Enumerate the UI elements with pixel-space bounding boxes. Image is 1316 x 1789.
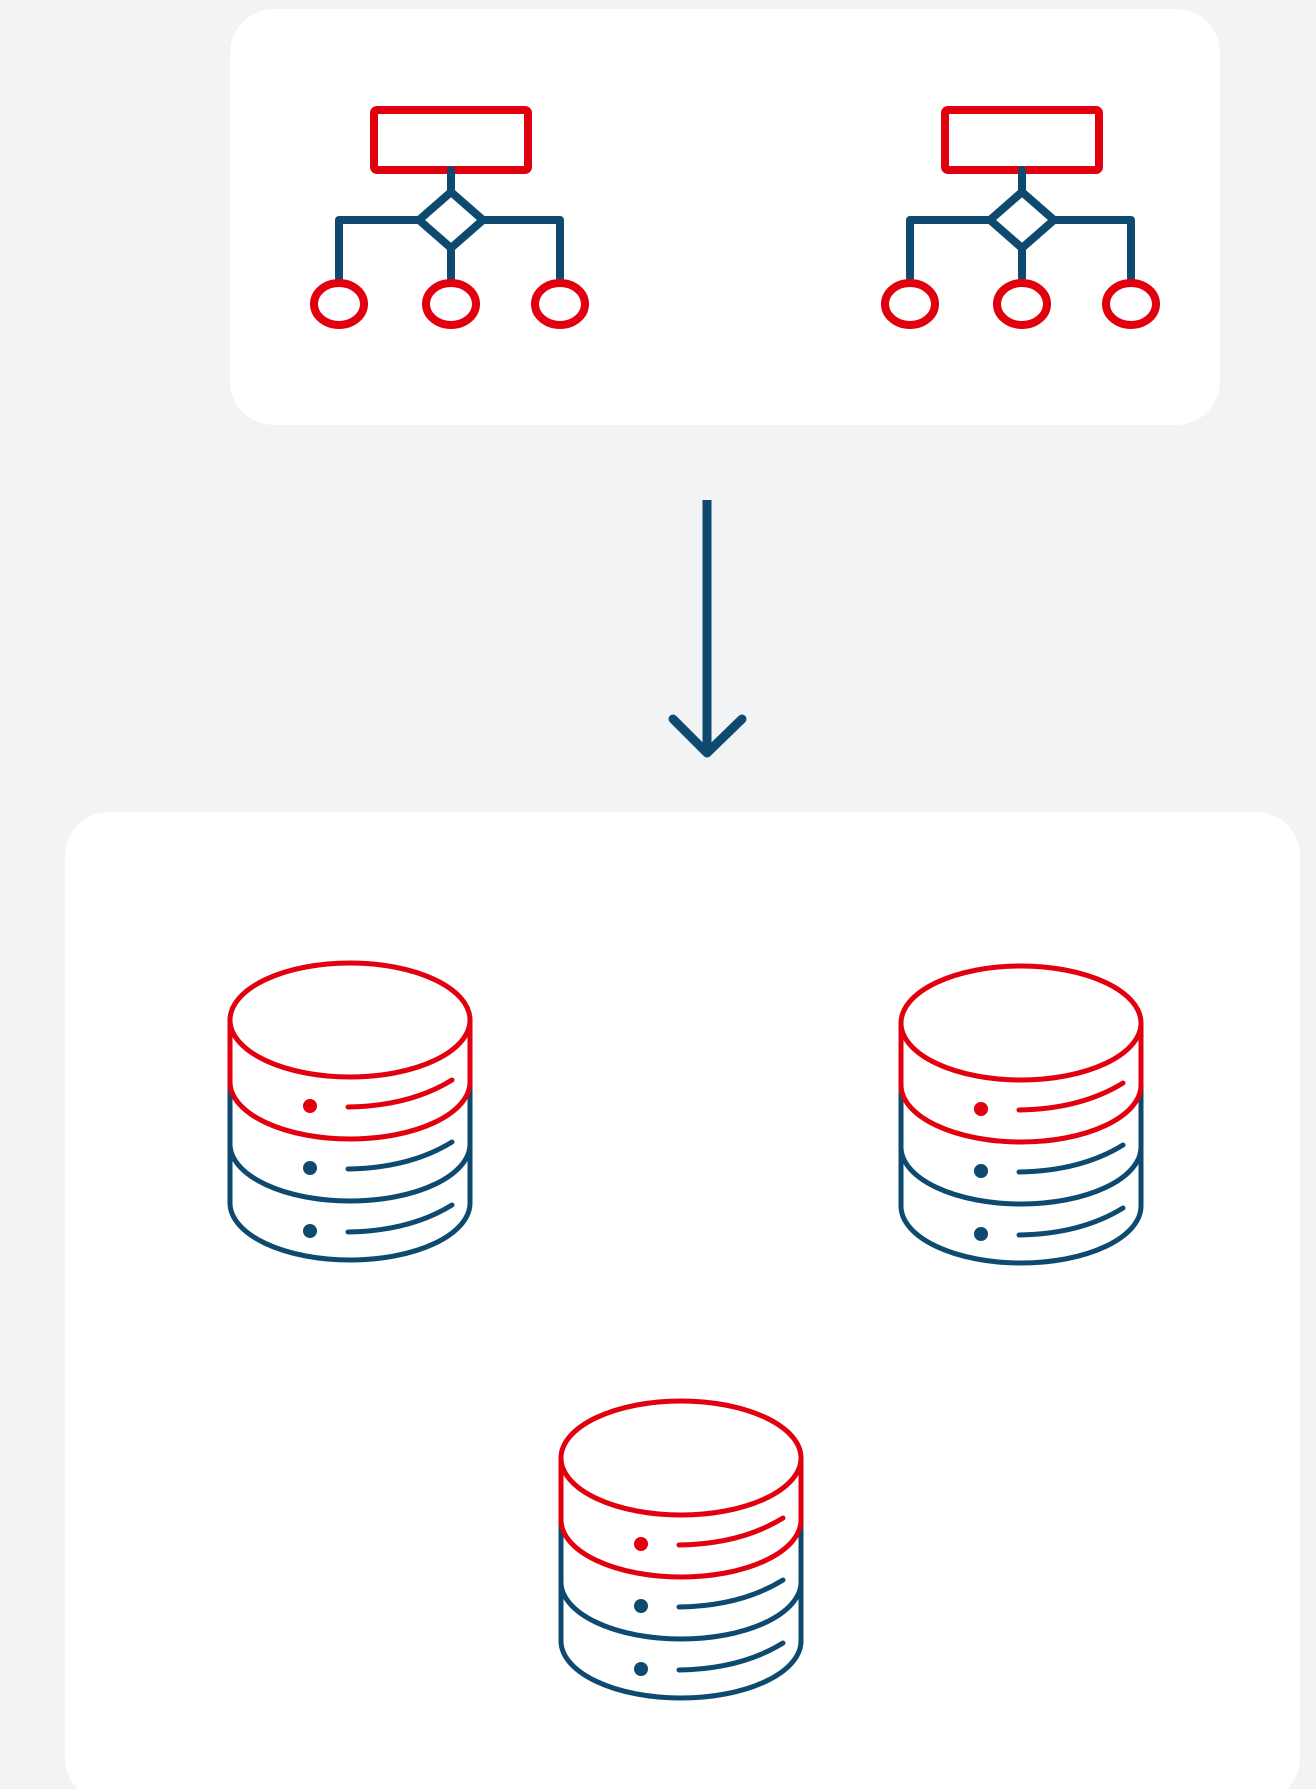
arrow-down-icon	[668, 500, 747, 758]
database-icon	[901, 966, 1141, 1263]
hierarchy-icon	[885, 110, 1156, 325]
database-icon	[561, 1401, 801, 1698]
database-icon	[230, 963, 470, 1260]
hierarchy-icon	[314, 110, 585, 325]
